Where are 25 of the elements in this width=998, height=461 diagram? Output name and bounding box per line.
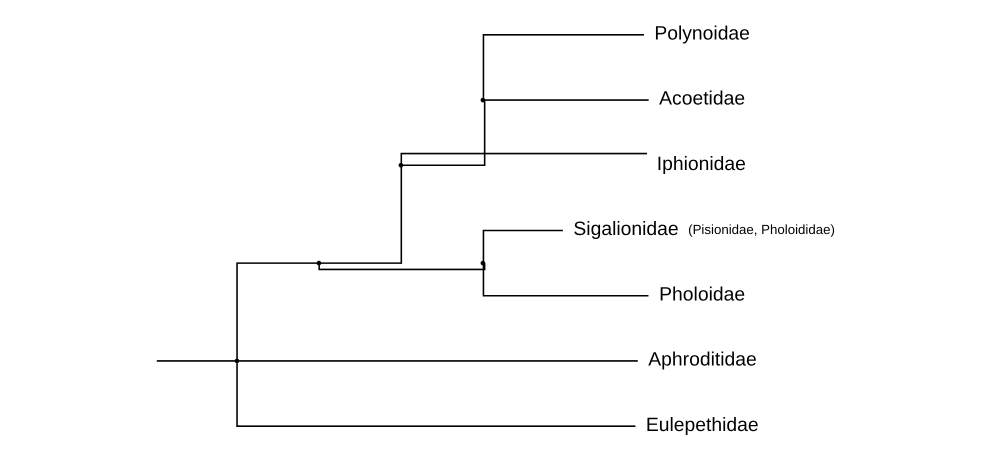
connector: [400, 152, 648, 164]
node-text: Pholoidae: [659, 284, 746, 306]
connector: [484, 99, 649, 101]
connector: [236, 262, 317, 359]
connector: [482, 34, 644, 98]
connector: [239, 360, 638, 362]
connector: [320, 166, 402, 264]
connector: [318, 263, 486, 270]
node-text: Eulepethidae: [646, 414, 759, 436]
node-point: [316, 260, 322, 266]
node-point: [480, 98, 486, 102]
node-point: [234, 358, 240, 364]
connector: [482, 264, 648, 297]
connector: [236, 363, 636, 427]
node-text: Polynoidae: [654, 23, 750, 44]
node-text: Aphroditidae: [648, 350, 757, 371]
node-text: Sigalionidae: [573, 219, 679, 240]
node-label: (Pisionidae, Pholoididae): [688, 222, 835, 237]
connector: [156, 360, 236, 362]
node-text: Iphionidae: [656, 154, 746, 175]
connector: [482, 230, 563, 262]
node-text: Acoetidae: [659, 88, 746, 110]
connector: [402, 100, 486, 166]
node-point: [398, 162, 404, 168]
node-point: [480, 260, 486, 266]
